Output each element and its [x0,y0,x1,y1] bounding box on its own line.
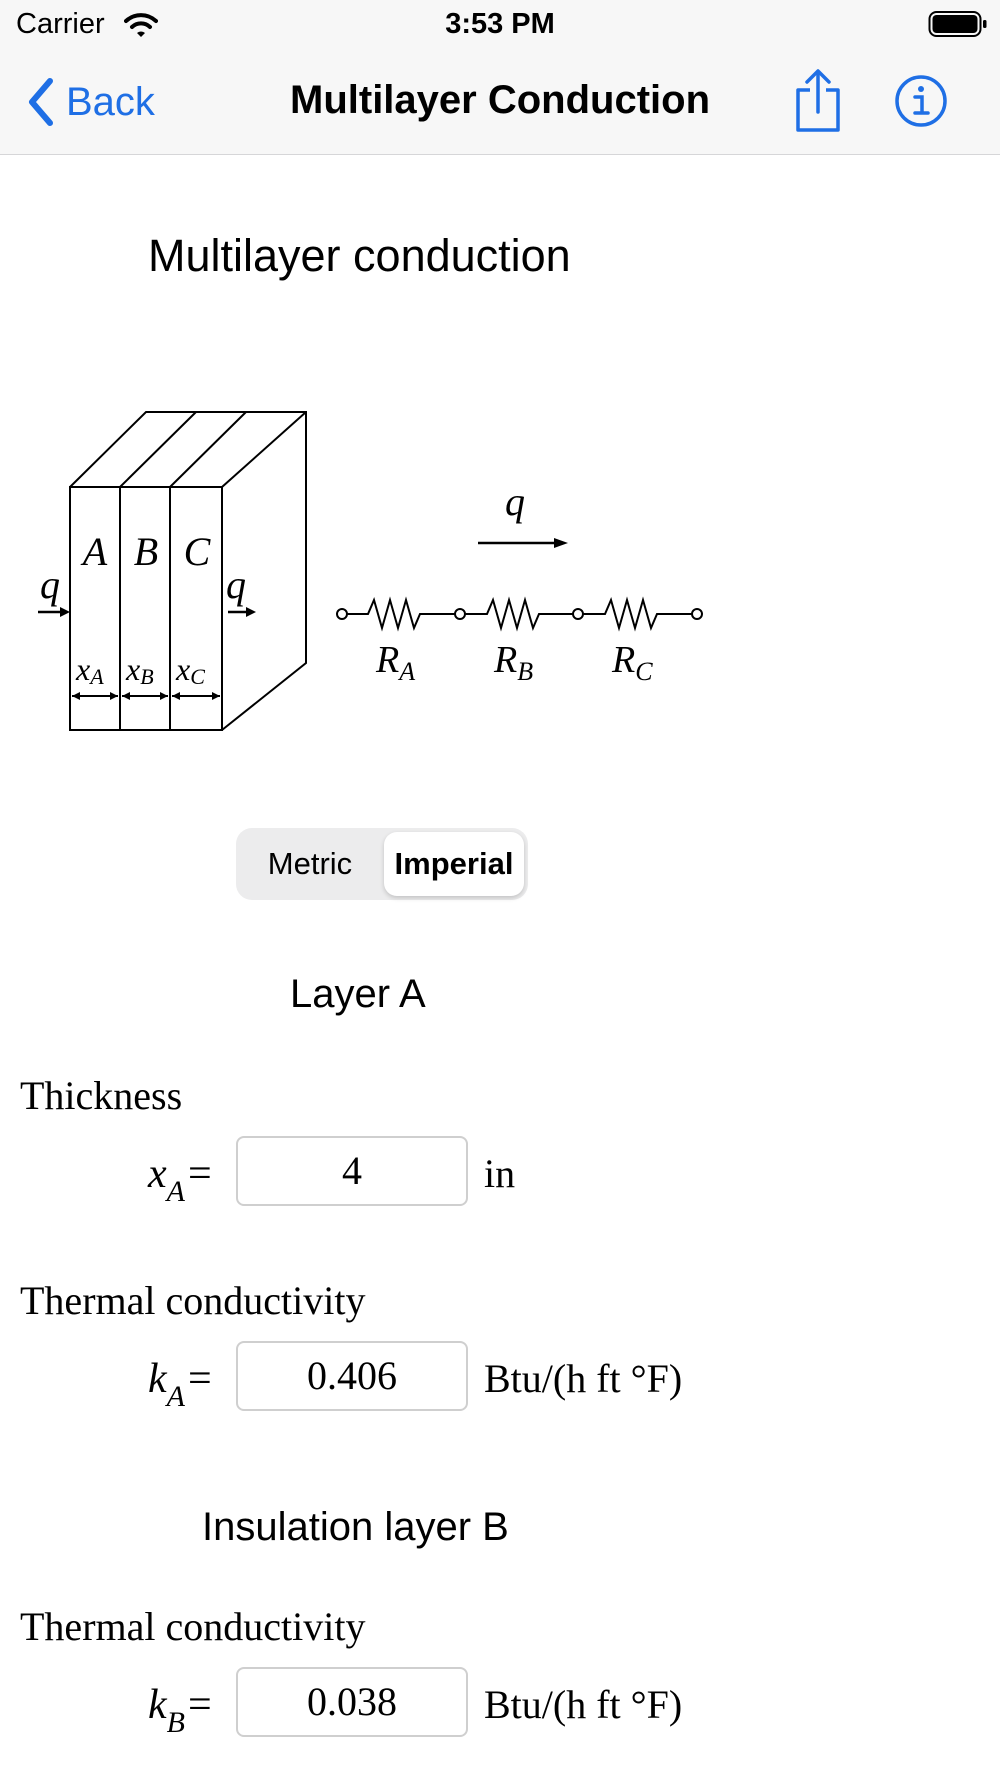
conductivity-b-label: Thermal conductivity [20,1604,366,1649]
status-bar: Carrier 3:53 PM [0,0,1000,50]
layer-b-title: Insulation layer B [202,1505,509,1549]
layer-a-title: Layer A [290,972,426,1016]
carrier-label: Carrier [16,8,105,40]
navigation-bar: Back Multilayer Conduction [0,50,1000,155]
flux-out-label: q [226,562,246,607]
thickness-eq: = [187,1151,212,1197]
thickness-label-b-sub: B [140,664,153,689]
conductivity-a-var: k [148,1356,167,1402]
svg-text:RB: RB [493,639,533,686]
conductivity-a-label: Thermal conductivity [20,1278,366,1323]
thickness-label-a-sub: A [88,664,104,689]
section-heading: Multilayer conduction [148,230,571,281]
resistor-label-b-sub: B [517,657,533,686]
thickness-label-c-base: x [175,651,190,687]
conductivity-a-symbol: kA= [148,1355,212,1413]
info-icon [895,75,947,127]
clock: 3:53 PM [445,8,555,40]
resistor-label-a-base: R [375,639,399,681]
back-label: Back [66,79,155,124]
layer-label-c: C [184,529,212,574]
segment-imperial[interactable]: Imperial [384,832,524,896]
resistor-label-c-base: R [611,639,635,681]
conductivity-a-sub: A [166,1380,185,1413]
thickness-label: Thickness [20,1073,183,1118]
flux-in-label: q [40,562,60,607]
chevron-left-icon [29,78,53,126]
thickness-label-c-sub: C [190,664,205,689]
resistor-label-c-sub: C [635,657,653,686]
conductivity-a-eq: = [187,1356,212,1402]
resistor-label-b-base: R [493,639,517,681]
info-button[interactable] [894,74,948,133]
resistor-label-a-sub: A [397,657,415,686]
conductivity-b-sub: B [166,1706,185,1739]
thickness-symbol: xA= [148,1150,212,1208]
svg-text:xA: xA [75,651,104,689]
thickness-label-b-base: x [125,651,140,687]
units-segmented-control: Metric Imperial [236,828,528,900]
thickness-sub: A [166,1175,185,1208]
conductivity-b-symbol: kB= [148,1681,212,1739]
page-title: Multilayer Conduction [290,78,710,122]
thickness-a-input[interactable]: 4 [236,1136,468,1206]
conductivity-a-input[interactable]: 0.406 [236,1341,468,1411]
battery-icon [928,10,988,43]
conductivity-b-eq: = [187,1682,212,1728]
thickness-var: x [148,1151,167,1197]
svg-text:RA: RA [375,639,415,686]
back-button[interactable]: Back [28,76,155,128]
thickness-label-a-base: x [75,651,90,687]
svg-text:RC: RC [611,639,653,686]
flux-circuit-label: q [505,479,525,524]
conductivity-b-input[interactable]: 0.038 [236,1667,468,1737]
thickness-unit: in [484,1151,516,1196]
wifi-icon [124,12,158,43]
layer-label-a: A [80,529,108,574]
conductivity-b-unit: Btu/(h ft °F) [484,1682,683,1727]
svg-text:xB: xB [125,651,154,689]
conductivity-a-unit: Btu/(h ft °F) [484,1356,683,1401]
share-icon [796,69,840,132]
share-button[interactable] [792,68,844,139]
svg-text:xC: xC [175,651,205,689]
layer-label-b: B [134,529,158,574]
conductivity-b-var: k [148,1682,167,1728]
multilayer-diagram: A B C q q q xA xB xC RA RB RC [38,411,703,731]
segment-metric[interactable]: Metric [267,846,353,881]
